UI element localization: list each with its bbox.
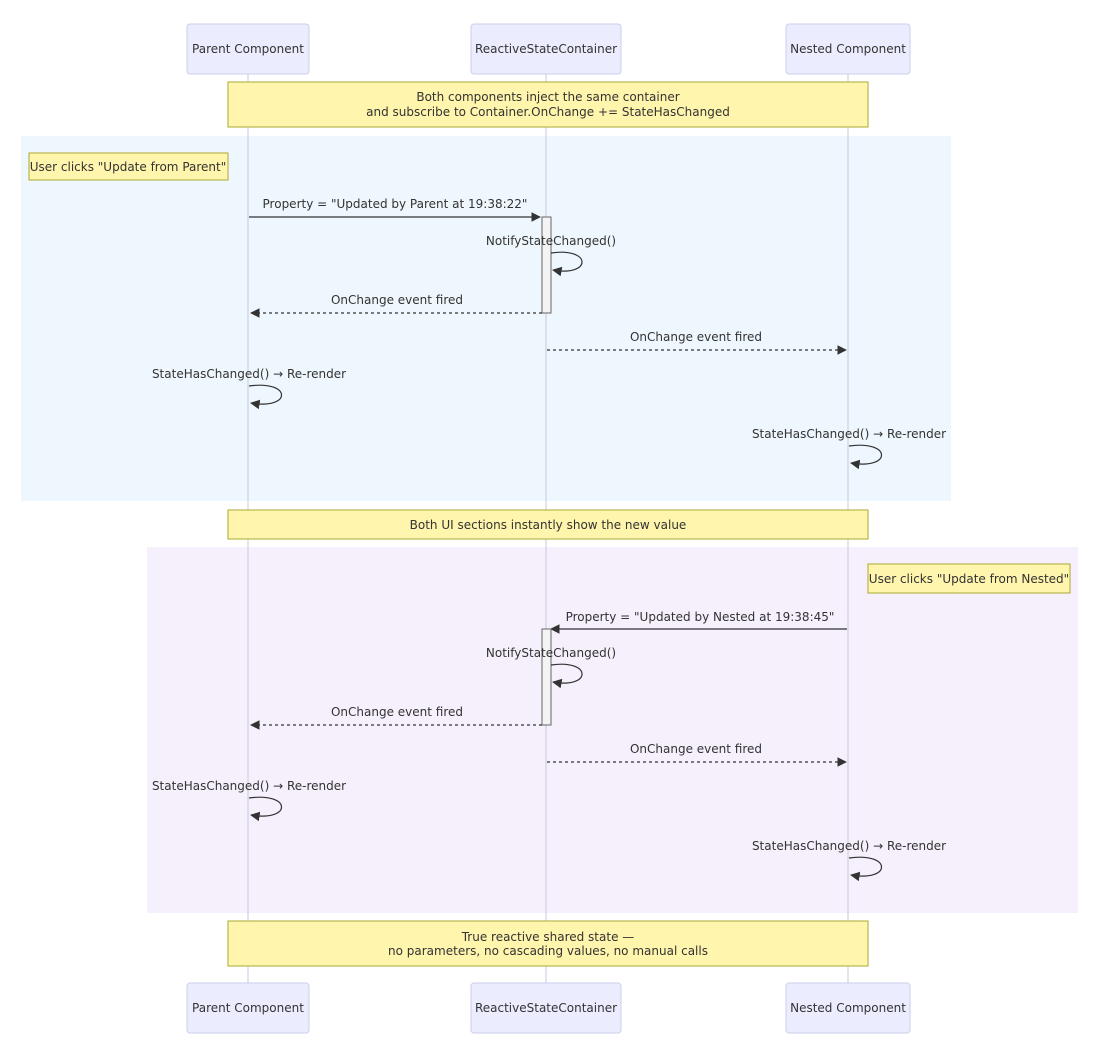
- actor-container-bottom[interactable]: ReactiveStateContainer: [470, 982, 622, 1034]
- note-intro-line-1: Both components inject the same containe…: [416, 90, 679, 104]
- note-outro-line-1: True reactive shared state —: [461, 930, 635, 944]
- highlight-block-parent-update: [21, 136, 951, 501]
- msg-notify-2-loop: [550, 663, 583, 689]
- actor-container-top[interactable]: ReactiveStateContainer: [470, 23, 622, 75]
- msg-onchange-nested-2-label: OnChange event fired: [630, 742, 762, 756]
- note-outro: True reactive shared state — no paramete…: [227, 920, 869, 967]
- msg-notify-2-label: NotifyStateChanged(): [486, 646, 616, 660]
- note-user-parent: User clicks "Update from Parent": [28, 152, 229, 181]
- actor-parent-bottom[interactable]: Parent Component: [186, 982, 310, 1034]
- activation-container-1: [541, 216, 552, 314]
- note-user-parent-text: User clicks "Update from Parent": [30, 160, 227, 174]
- actor-nested-top[interactable]: Nested Component: [785, 23, 911, 75]
- msg-notify-1-label: NotifyStateChanged(): [486, 234, 616, 248]
- msg-onchange-parent-2-label: OnChange event fired: [331, 705, 463, 719]
- actor-nested-bottom-label: Nested Component: [790, 1001, 906, 1015]
- msg-rerender-parent-2-label: StateHasChanged() → Re-render: [152, 779, 346, 793]
- note-middle-text: Both UI sections instantly show the new …: [410, 518, 687, 532]
- note-outro-line-2: no parameters, no cascading values, no m…: [388, 944, 708, 958]
- msg-notify-1-loop: [550, 251, 583, 277]
- msg-rerender-parent-1-loop: [248, 384, 282, 410]
- msg-set-property-nested-label: Property = "Updated by Nested at 19:38:4…: [566, 610, 835, 624]
- highlight-block-nested-update: [147, 547, 1078, 913]
- msg-rerender-nested-2-loop: [848, 856, 882, 882]
- actor-container-top-label: ReactiveStateContainer: [475, 42, 617, 56]
- actor-parent-bottom-label: Parent Component: [192, 1001, 304, 1015]
- note-middle: Both UI sections instantly show the new …: [227, 509, 869, 540]
- msg-onchange-nested-1-label: OnChange event fired: [630, 330, 762, 344]
- msg-rerender-parent-1-label: StateHasChanged() → Re-render: [152, 367, 346, 381]
- msg-rerender-nested-1-loop: [848, 444, 882, 470]
- note-intro-line-2: and subscribe to Container.OnChange += S…: [366, 105, 730, 119]
- msg-rerender-nested-2-label: StateHasChanged() → Re-render: [752, 839, 946, 853]
- msg-set-property-parent-label: Property = "Updated by Parent at 19:38:2…: [263, 197, 528, 211]
- note-user-nested-text: User clicks "Update from Nested": [869, 572, 1069, 586]
- note-user-nested: User clicks "Update from Nested": [867, 563, 1071, 594]
- actor-nested-top-label: Nested Component: [790, 42, 906, 56]
- note-intro: Both components inject the same containe…: [227, 81, 869, 128]
- actor-container-bottom-label: ReactiveStateContainer: [475, 1001, 617, 1015]
- msg-onchange-parent-1-label: OnChange event fired: [331, 293, 463, 307]
- msg-rerender-nested-1-label: StateHasChanged() → Re-render: [752, 427, 946, 441]
- actor-nested-bottom[interactable]: Nested Component: [785, 982, 911, 1034]
- msg-rerender-parent-2-loop: [248, 796, 282, 822]
- actor-parent-top[interactable]: Parent Component: [186, 23, 310, 75]
- activation-container-2: [541, 628, 552, 726]
- actor-parent-top-label: Parent Component: [192, 42, 304, 56]
